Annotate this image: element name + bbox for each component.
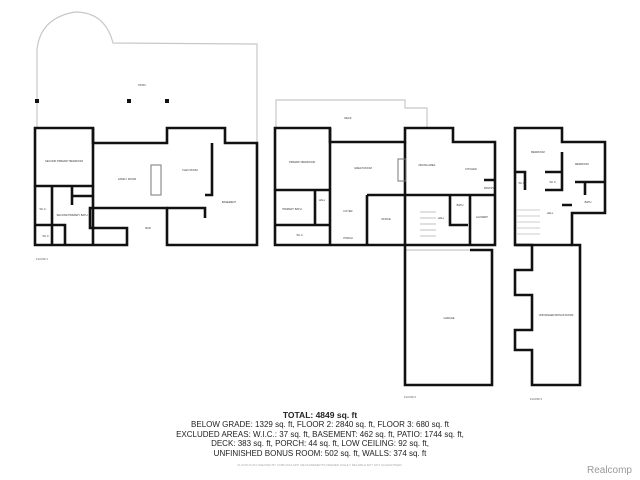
floor-3-walls [513, 126, 607, 387]
room-label: W.I.C. [42, 234, 49, 238]
room-label: UNFINISHED BONUS ROOM [539, 313, 574, 317]
room-label: SECOND PRIMARY BATH [57, 213, 88, 217]
room-label: W.I.C. [39, 207, 46, 211]
floor-3: BEDROOM BEDROOM W.I.C. W.I.C. BATH HALL … [513, 126, 607, 401]
room-label: W.I.C. [549, 180, 556, 184]
realcomp-logo: Realcomp [586, 465, 632, 476]
room-label: BEDROOM [531, 150, 544, 154]
floor-label: FLOOR 3 [530, 397, 542, 401]
area-summary: TOTAL: 4849 sq. ft BELOW GRADE: 1329 sq.… [0, 410, 640, 467]
summary-line: BELOW GRADE: 1329 sq. ft, FLOOR 2: 2840 … [191, 420, 449, 429]
summary-line: UNFINISHED BONUS ROOM: 502 sq. ft, WALLS… [213, 448, 427, 458]
room-label: LAUNDRY [476, 215, 489, 219]
room-label: SECOND PRIMARY BEDROOM [45, 159, 83, 163]
room-label: PANTRY [484, 186, 495, 190]
room-label: W.I.C. [296, 233, 303, 237]
total-area: TOTAL: 4849 sq. ft [282, 410, 358, 420]
room-label: DINING AREA [419, 163, 436, 167]
room-label: BATH [585, 200, 592, 204]
summary-line: DECK: 383 sq. ft, PORCH: 44 sq. ft, LOW … [211, 439, 429, 448]
room-label: FOYER [344, 209, 353, 213]
floor-label: FLOOR 1 [36, 257, 48, 261]
room-label: HALL [438, 216, 445, 220]
room-label: FLEX ROOM [182, 168, 197, 172]
room-label: BAR [145, 226, 150, 230]
room-label: PRIMARY BATH [282, 207, 301, 211]
room-label: BEDROOM [575, 162, 588, 166]
room-label: HALL [547, 211, 554, 215]
floor-1-walls [33, 126, 259, 247]
floor-label: FLOOR 2 [404, 395, 416, 399]
floor-2: DECK PRIMARY BEDROOM GREAT ROOM DINING A… [273, 99, 497, 399]
room-label: PRIMARY BEDROOM [289, 160, 315, 164]
room-label: PORCH [343, 236, 352, 240]
room-label: W.I.C. [518, 181, 525, 185]
room-label: HALL [319, 198, 326, 202]
deck-outline [275, 99, 428, 128]
garage-walls [403, 245, 494, 387]
floor-1: PATIO SECOND PRIMARY BEDROOM FAMILY ROOM… [33, 11, 259, 261]
room-label: KITCHEN [465, 167, 477, 171]
room-label: GARAGE [443, 316, 454, 320]
floor-plan: PATIO SECOND PRIMARY BEDROOM FAMILY ROOM… [33, 11, 607, 401]
room-label: DECK [344, 116, 351, 120]
floor-2-walls [273, 126, 497, 247]
room-label: BATH [457, 203, 464, 207]
summary-line: EXCLUDED AREAS: W.I.C.: 37 sq. ft, BASEM… [176, 429, 464, 439]
room-label: PATIO [138, 83, 145, 87]
room-label: GREAT ROOM [354, 166, 372, 170]
room-label: OFFICE [381, 217, 391, 221]
room-label: BASEMENT [222, 200, 237, 204]
credit-note: FLOOR PLAN CREATED BY CUBICASA APP. MEAS… [237, 463, 403, 467]
room-label: FAMILY ROOM [118, 177, 136, 181]
patio-outline [36, 11, 258, 143]
